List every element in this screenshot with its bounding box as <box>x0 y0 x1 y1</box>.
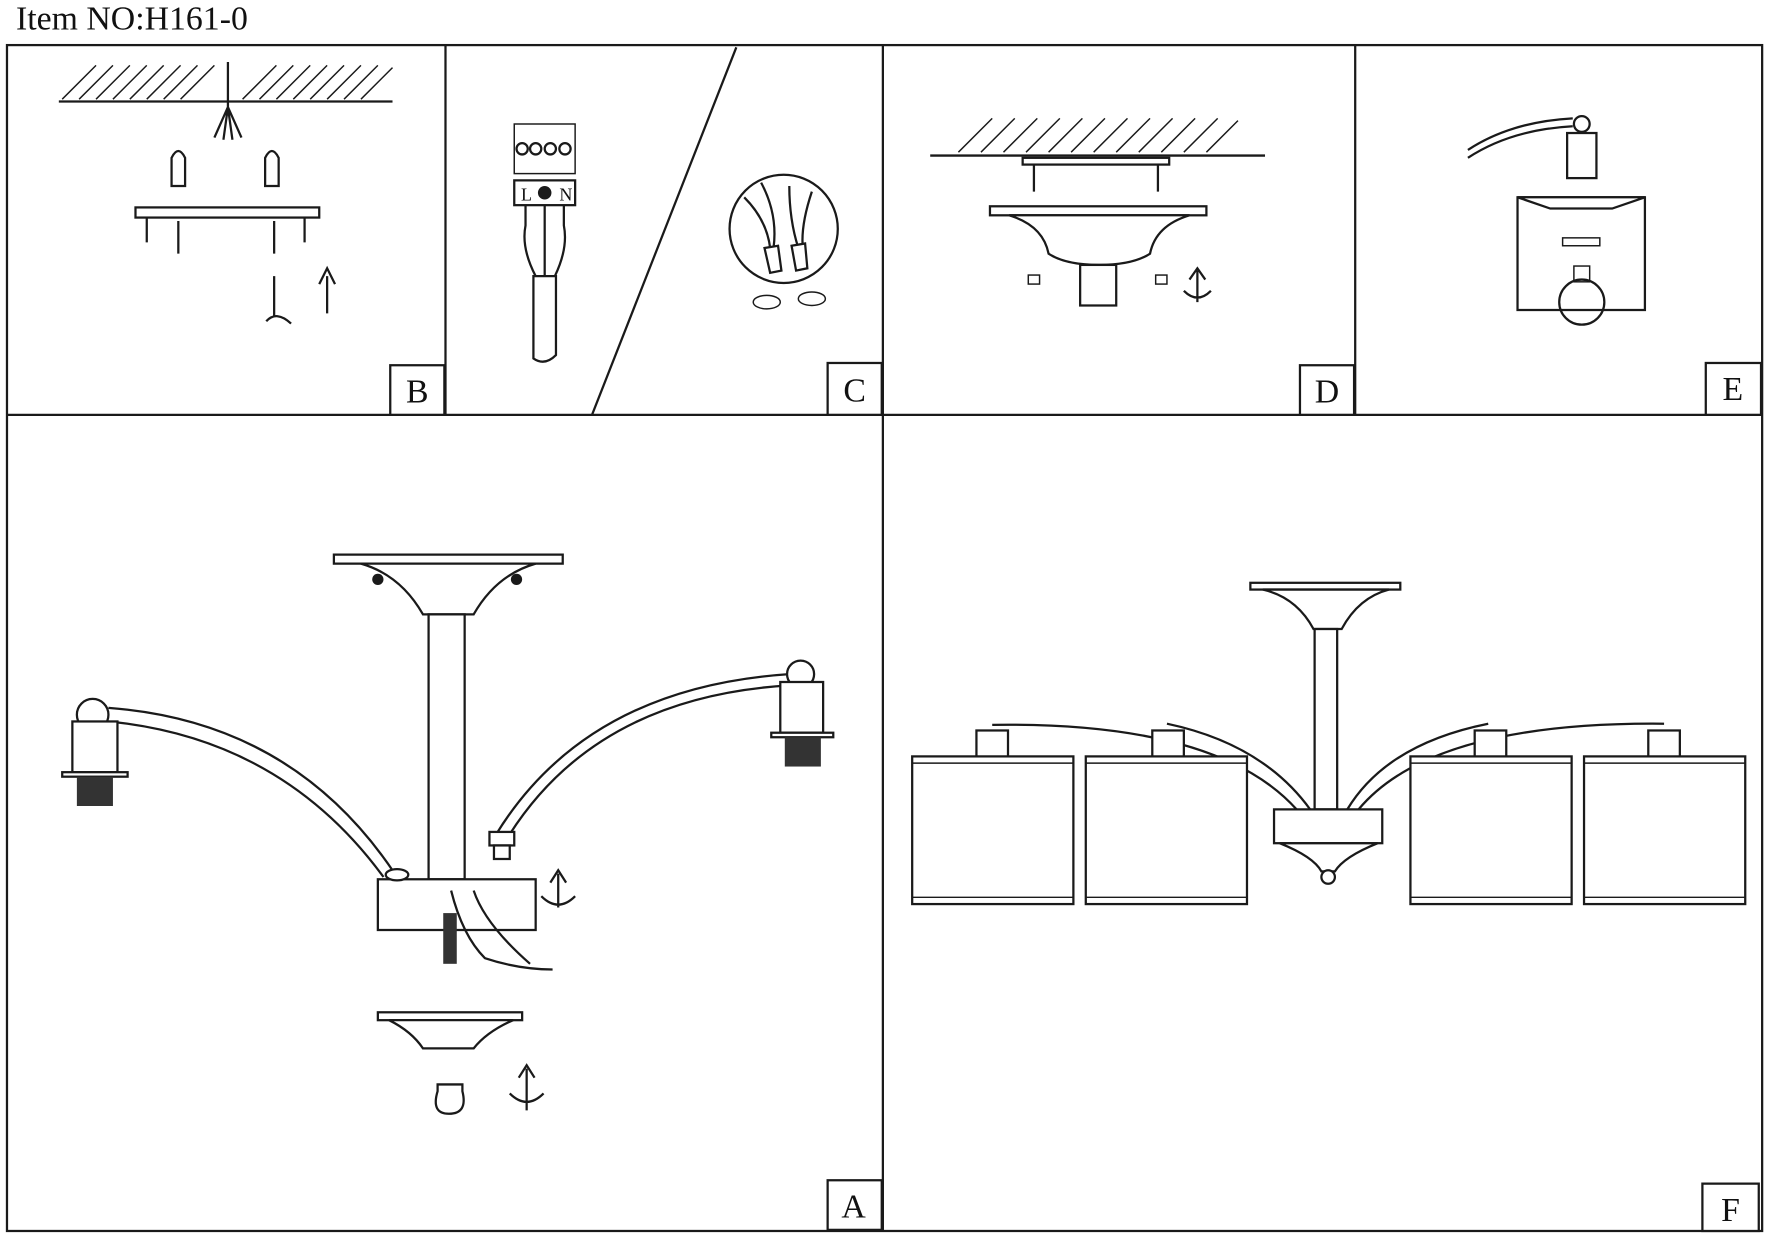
earth-symbol-icon <box>537 186 552 200</box>
rotate-up-arrow-icon <box>508 1063 545 1111</box>
panel-c-label-box: C <box>826 361 883 416</box>
panel-d-label: D <box>1315 373 1339 410</box>
panel-a-label-box: A <box>826 1179 883 1231</box>
panel-d-label-box: D <box>1298 364 1356 416</box>
lamp-shade <box>911 755 1075 906</box>
lamp-shade <box>1409 755 1573 906</box>
lamp-shade <box>1582 755 1747 906</box>
panel-grid <box>5 43 1764 1233</box>
mounting-bar <box>134 206 321 219</box>
panel-c-wiring-diagram: L N <box>513 123 839 363</box>
lamp-shade <box>1084 755 1249 906</box>
panel-b-label-box: B <box>389 364 446 416</box>
rotate-up-arrow-icon <box>540 868 576 908</box>
item-number: Item NO:H161-0 <box>16 0 248 37</box>
bulb-icon <box>1558 278 1606 326</box>
panel-f-finished-lamp-diagram <box>911 581 1747 906</box>
panel-c-label: C <box>843 372 866 409</box>
up-arrow-icon <box>318 265 337 314</box>
panel-f-label-box: F <box>1701 1182 1760 1233</box>
panel-b-label: B <box>406 373 429 410</box>
ceiling-hatch <box>61 64 394 100</box>
panel-e-label: E <box>1723 371 1744 408</box>
terminal-l-label: L <box>521 185 532 205</box>
panel-e-label-box: E <box>1704 361 1763 416</box>
panel-e-shade-bulb-diagram <box>1467 114 1647 326</box>
panel-b-mounting-bracket-diagram <box>58 61 394 325</box>
panel-a-label: A <box>841 1188 866 1225</box>
panel-f-label: F <box>1721 1192 1740 1229</box>
terminal-n-label: N <box>559 185 572 205</box>
panel-a-assembly-diagram <box>61 553 835 1115</box>
rotate-up-arrow-icon <box>1183 266 1212 303</box>
panel-d-canopy-diagram <box>930 117 1266 307</box>
wire-connector-detail <box>728 173 839 285</box>
